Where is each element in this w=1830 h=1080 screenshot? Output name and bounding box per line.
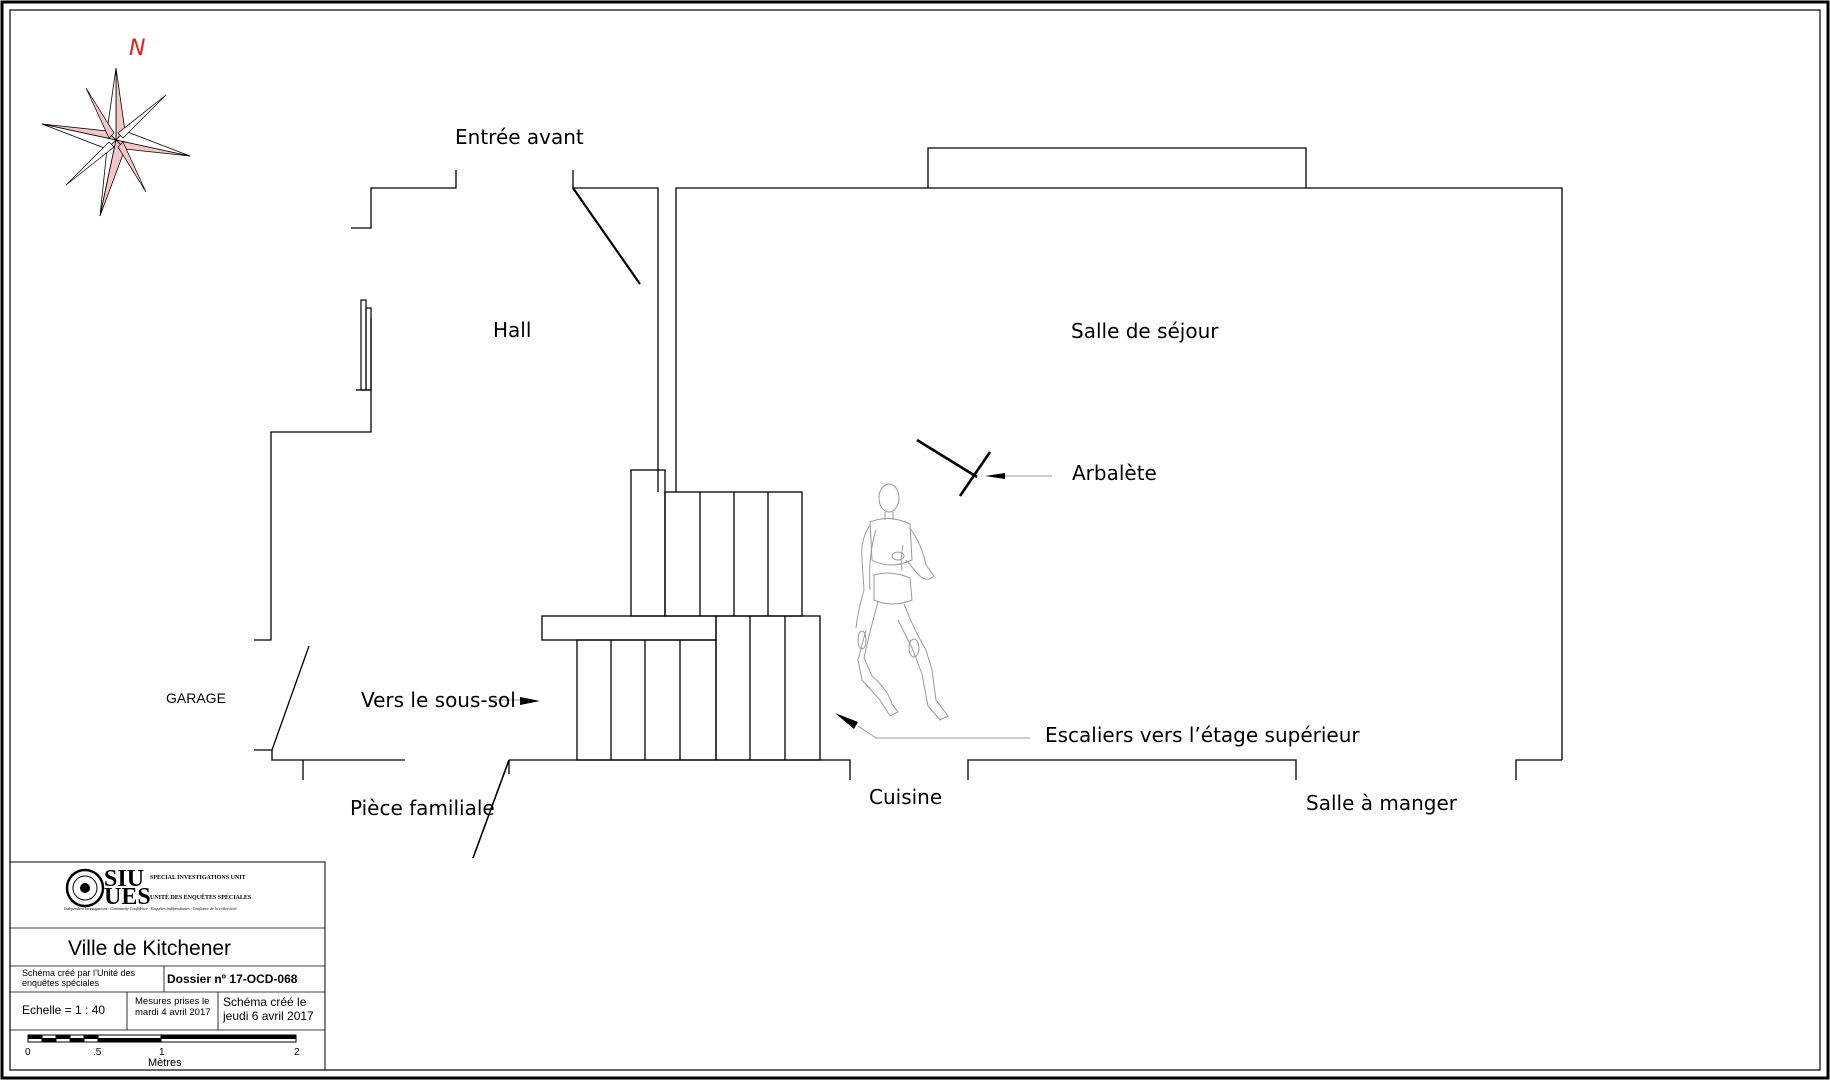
dossier-number: Dossier nº 17-OCD-068 [167,972,298,986]
city-title: Ville de Kitchener [68,937,232,960]
measures-date: Mesures prises le mardi 4 avril 2017 [135,996,211,1018]
label-vers-sous-sol: Vers le sous-sol [361,688,516,712]
label-cuisine: Cuisine [869,785,943,809]
label-salle-a-manger: Salle à manger [1306,791,1457,815]
scale-ratio: Echelle = 1 : 40 [22,1003,106,1017]
label-arbalete: Arbalète [1072,461,1157,485]
created-by: Schéma créé par l’Unité des enquêtes spé… [22,968,136,989]
label-piece-familiale: Pièce familiale [350,796,495,820]
siu-logo-fr: UNITÉ DES ENQUÊTES SPÉCIALES [150,895,252,901]
inner-border [9,9,1821,1071]
label-escaliers: Escaliers vers l’étage supérieur [1045,723,1360,747]
label-salle-de-sejour: Salle de séjour [1071,319,1219,343]
scale-bar [27,1034,297,1043]
scale-tick-0: 0 [25,1047,31,1058]
scale-tick-2: 2 [294,1047,300,1058]
scale-tick-1: 1 [159,1047,165,1058]
floor-plan-walls [254,147,1563,859]
label-hall: Hall [493,318,532,342]
siu-logo-tagline: Independent Investigations · Community C… [64,906,237,911]
siu-logo-bottom: UES [104,884,151,910]
north-label: N [129,36,146,61]
staircase [541,469,821,761]
siu-logo-top: SIU [104,866,145,892]
compass-rose-icon [41,67,191,217]
siu-seal-icon [65,868,105,908]
label-garage: GARAGE [166,690,226,706]
scale-tick-half: .5 [93,1047,102,1058]
leader-lines [490,473,1052,739]
created-date: Schéma créé le jeudi 6 avril 2017 [223,995,314,1023]
mannequin-figure [855,483,949,721]
crossbow-icon [916,438,992,497]
title-block [9,861,326,1071]
scale-unit: Mètres [148,1057,182,1069]
siu-logo-en: SPECIAL INVESTIGATIONS UNIT [150,875,246,881]
label-entree-avant: Entrée avant [455,125,584,149]
